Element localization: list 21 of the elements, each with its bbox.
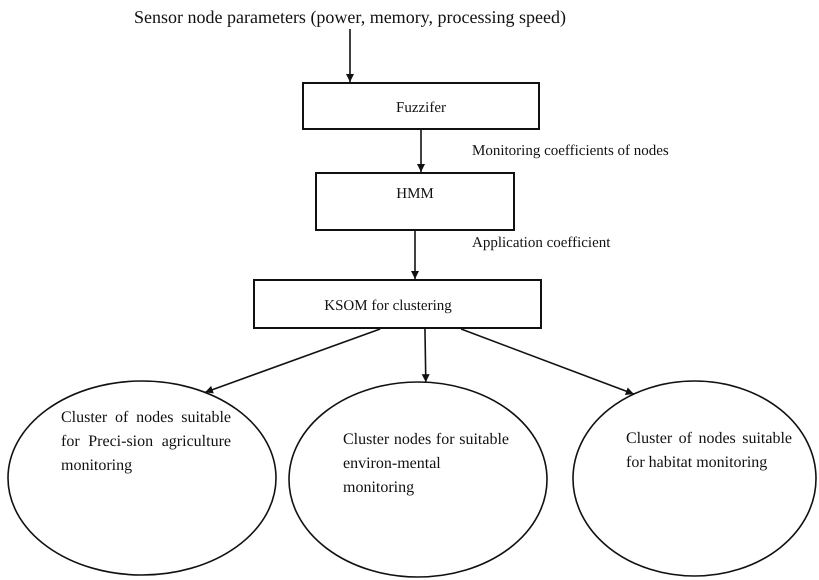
node-label: Cluster of nodes suitable for habitat monitoring [626, 429, 792, 473]
edge-label: Application coefficient [472, 234, 610, 252]
process-box [253, 279, 542, 329]
node-label: Cluster of nodes suitable for Preci-sion agriculture monitoring [61, 408, 231, 476]
arrow [417, 130, 425, 172]
arrow [411, 231, 419, 279]
edge-label: Monitoring coefficients of nodes [472, 142, 669, 160]
cluster-ellipse [7, 380, 277, 576]
node-label: KSOM for clustering [323, 297, 453, 316]
node-label: Cluster nodes for suitable environ-mental monitoring [343, 430, 509, 498]
arrow [422, 328, 430, 382]
arrow [204, 328, 380, 394]
node-label: HMM [395, 185, 435, 204]
input-label: Sensor node parameters (power, memory, processing speed) [133, 6, 567, 29]
arrow [460, 328, 634, 395]
cluster-ellipse [288, 381, 548, 578]
node-label: Fuzzifer [395, 99, 447, 118]
cluster-ellipse [572, 380, 817, 577]
arrow [346, 29, 354, 82]
process-box [315, 172, 515, 231]
process-box [302, 82, 540, 130]
